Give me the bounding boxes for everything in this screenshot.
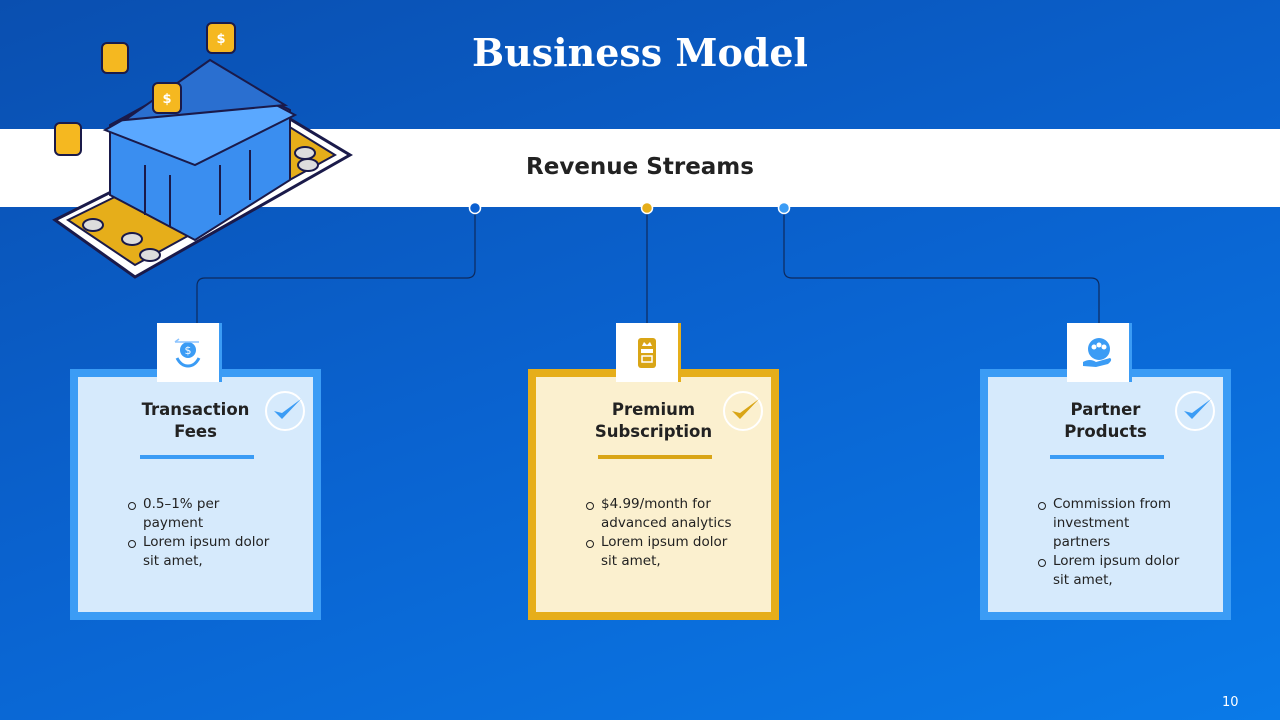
- bank-phone-illustration: $$: [52, 22, 353, 279]
- bullet-item: Commission from investment partners: [1038, 495, 1188, 552]
- bullet-item: Lorem ipsum dolor sit amet,: [586, 533, 736, 571]
- partners-hand-icon: [1067, 323, 1129, 382]
- card-title: Premium: [611, 400, 696, 419]
- card-title: Subscription: [594, 422, 713, 441]
- card-title: Partner: [1070, 400, 1141, 419]
- connector-dot: [640, 201, 654, 215]
- connector-dot: [777, 201, 791, 215]
- card-title: Transaction: [141, 400, 250, 419]
- title-divider: [598, 455, 712, 459]
- bullet-item: Lorem ipsum dolor sit amet,: [128, 533, 278, 571]
- svg-text:$: $: [162, 92, 171, 107]
- card-title: Products: [1064, 422, 1147, 441]
- title-divider: [1050, 455, 1164, 459]
- check-icon: [1175, 391, 1215, 431]
- bullet-item: Lorem ipsum dolor sit amet,: [1038, 552, 1188, 590]
- check-icon: [265, 391, 305, 431]
- bullet-item: 0.5–1% per payment: [128, 495, 278, 533]
- section-subtitle: Revenue Streams: [526, 154, 754, 180]
- card-title: Fees: [174, 422, 217, 441]
- dollar-exchange-hands-icon: $: [157, 323, 219, 382]
- page-number: 10: [1222, 695, 1239, 710]
- svg-text:$: $: [185, 344, 192, 357]
- premium-crown-mobile-icon: [616, 323, 678, 382]
- svg-text:$: $: [216, 32, 225, 47]
- bullet-item: $4.99/month for advanced analytics: [586, 495, 736, 533]
- title-divider: [140, 455, 254, 459]
- connector-dot: [468, 201, 482, 215]
- check-icon: [723, 391, 763, 431]
- slide-title: Business Model: [472, 30, 808, 75]
